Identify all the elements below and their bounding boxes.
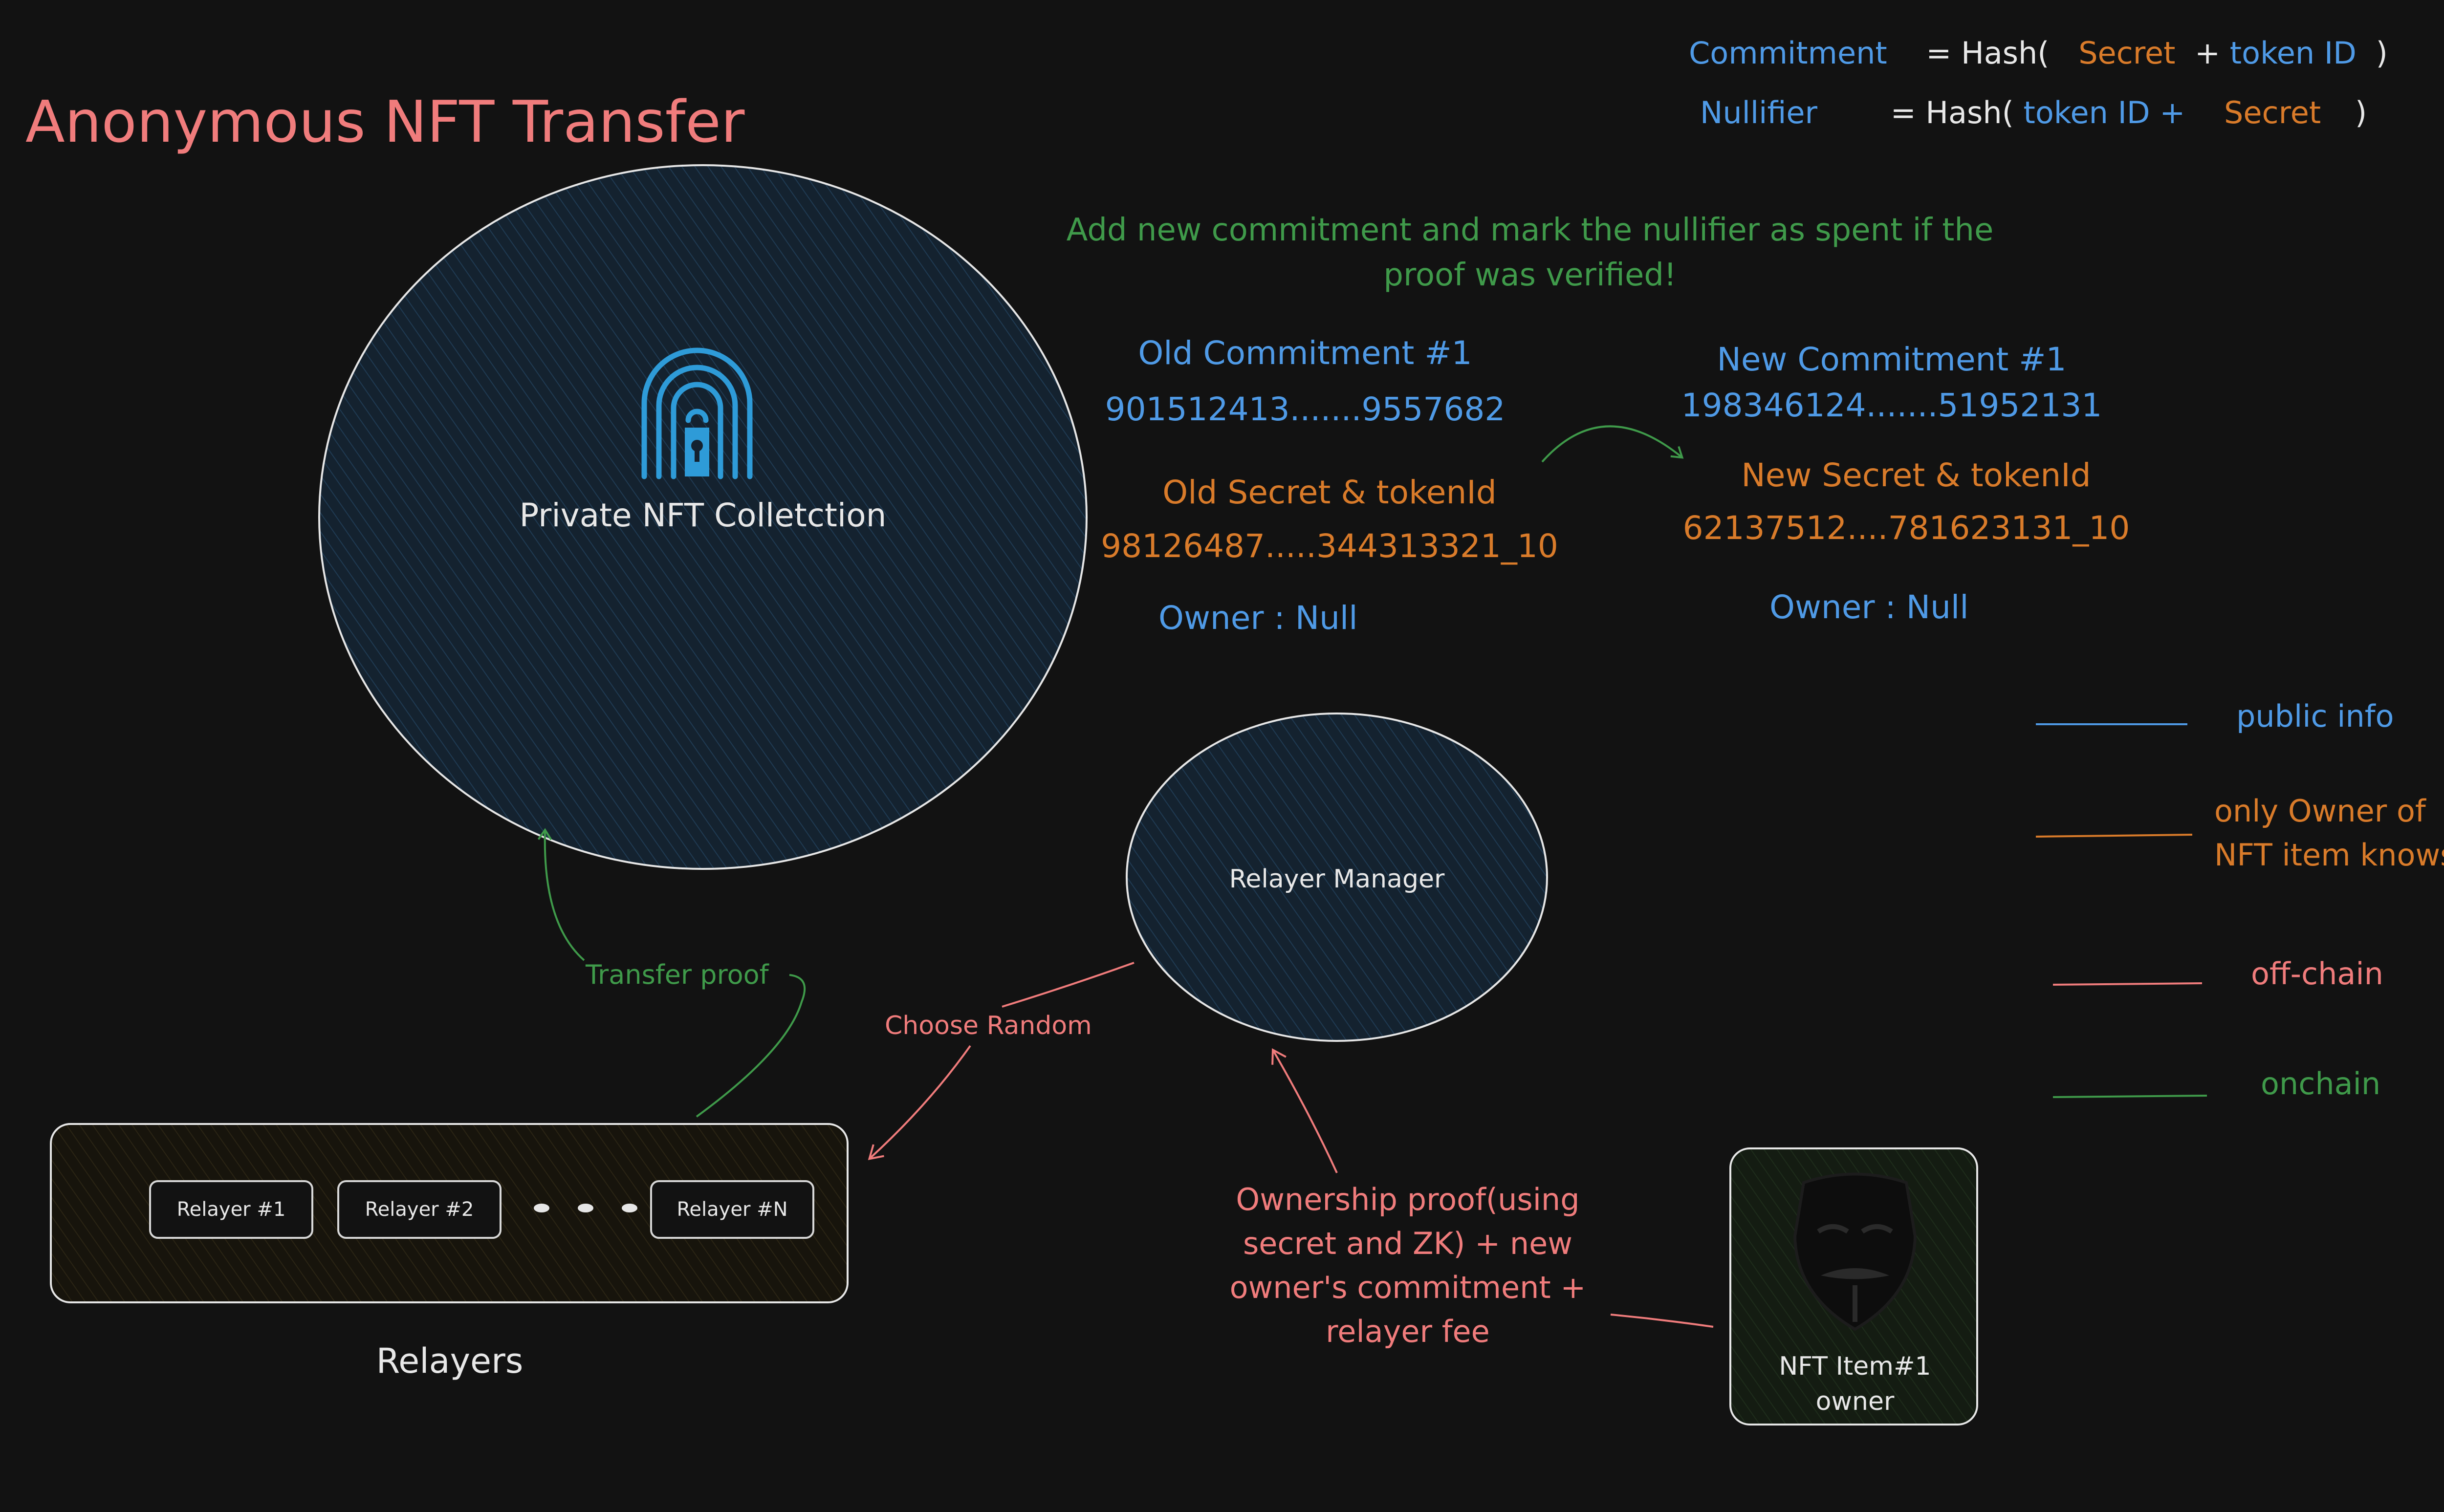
new-secret-value: 62137512....781623131_10 [1682,509,2130,547]
old-secret-value: 98126487.....344313321_10 [1101,527,1558,565]
new-commitment-label: New Commitment #1 [1717,341,2067,378]
relayer-ellipsis-dot [578,1204,593,1212]
private-collection-label: Private NFT Colletction [519,497,887,534]
transfer-proof-label: Transfer proof [586,959,769,990]
new-commitment-value: 198346124.......51952131 [1681,387,2102,424]
old-secret-label: Old Secret & tokenId [1162,474,1497,511]
relayer-manager-label: Relayer Manager [1229,864,1445,894]
nullifier-hash-open: = Hash( [1890,95,2014,130]
legend-label-offchain: off-chain [2251,956,2383,992]
keyhole-icon [691,440,703,452]
legend-line-offchain [2052,982,2203,986]
arrow-ownership-proof-upper [1271,1048,1338,1173]
commitment-token: token ID [2229,35,2357,71]
new-owner: Owner : Null [1769,588,1969,626]
ownership-proof-label: Ownership proof(using secret and ZK) + n… [1188,1178,1628,1354]
commitment-formula: Commitment = Hash( Secret + token ID ) [1689,38,2388,68]
legend-line-onchain [2052,1095,2207,1098]
keyhole-slot [695,447,699,462]
relayer-manager-circle[interactable] [1126,713,1548,1042]
new-secret-label: New Secret & tokenId [1741,456,2091,494]
ownership-proof-line-2: secret and ZK) + new [1243,1226,1572,1261]
arrow-commitment-update [1541,425,1684,463]
nullifier-formula: Nullifier = Hash( token ID + Secret ) [1700,98,2367,128]
relayer-box-1[interactable]: Relayer #1 [149,1180,313,1239]
choose-random-label: Choose Random [885,1011,1092,1040]
anonymous-mask-icon [1793,1172,1917,1331]
private-collection-circle[interactable] [318,164,1088,870]
legend-label-public: public info [2236,698,2394,734]
relayer-box-2[interactable]: Relayer #2 [337,1180,502,1239]
old-owner: Owner : Null [1158,599,1358,637]
arrow-choose-random-upper [1002,962,1135,1008]
old-commitment-value: 901512413.......9557682 [1105,390,1506,428]
commitment-label: Commitment [1689,35,1887,71]
ownership-proof-line-3: owner's commitment + [1229,1270,1586,1305]
nullifier-hash-close: ) [2355,95,2367,130]
relayer-ellipsis-dot [622,1204,637,1212]
arrow-transfer-proof-upper [537,828,585,961]
ownership-proof-line-4: relayer fee [1326,1314,1490,1349]
legend-label-onchain: onchain [2261,1066,2381,1102]
commitment-hash-close: ) [2376,35,2388,71]
relayers-group-label: Relayers [376,1341,524,1381]
arrow-choose-random-lower [868,1045,971,1160]
onchain-note: Add new commitment and mark the nullifie… [1066,212,1994,293]
ownership-proof-line-1: Ownership proof(using [1236,1182,1580,1217]
old-commitment-label: Old Commitment #1 [1138,334,1472,372]
nullifier-token: token ID + [2023,95,2185,130]
relayer-ellipsis-dot [534,1204,549,1212]
diagram-title: Anonymous NFT Transfer [25,88,745,155]
nullifier-secret: Secret [2224,95,2321,130]
nft-owner-label: NFT Item#1 owner [1779,1352,1931,1416]
nullifier-label: Nullifier [1700,95,1818,130]
legend-line-owner [2035,834,2193,838]
fingerprint-lock-icon [641,347,753,479]
legend-label-owner: only Owner of NFT item knows [2214,793,2444,873]
arrow-ownership-proof-lower [1610,1314,1714,1328]
commitment-secret: Secret [2078,35,2176,71]
relayer-box-n[interactable]: Relayer #N [650,1180,814,1239]
commitment-plus: + [2195,35,2221,71]
arrow-transfer-proof-lower [696,974,806,1118]
commitment-hash-open: = Hash( [1926,35,2050,71]
